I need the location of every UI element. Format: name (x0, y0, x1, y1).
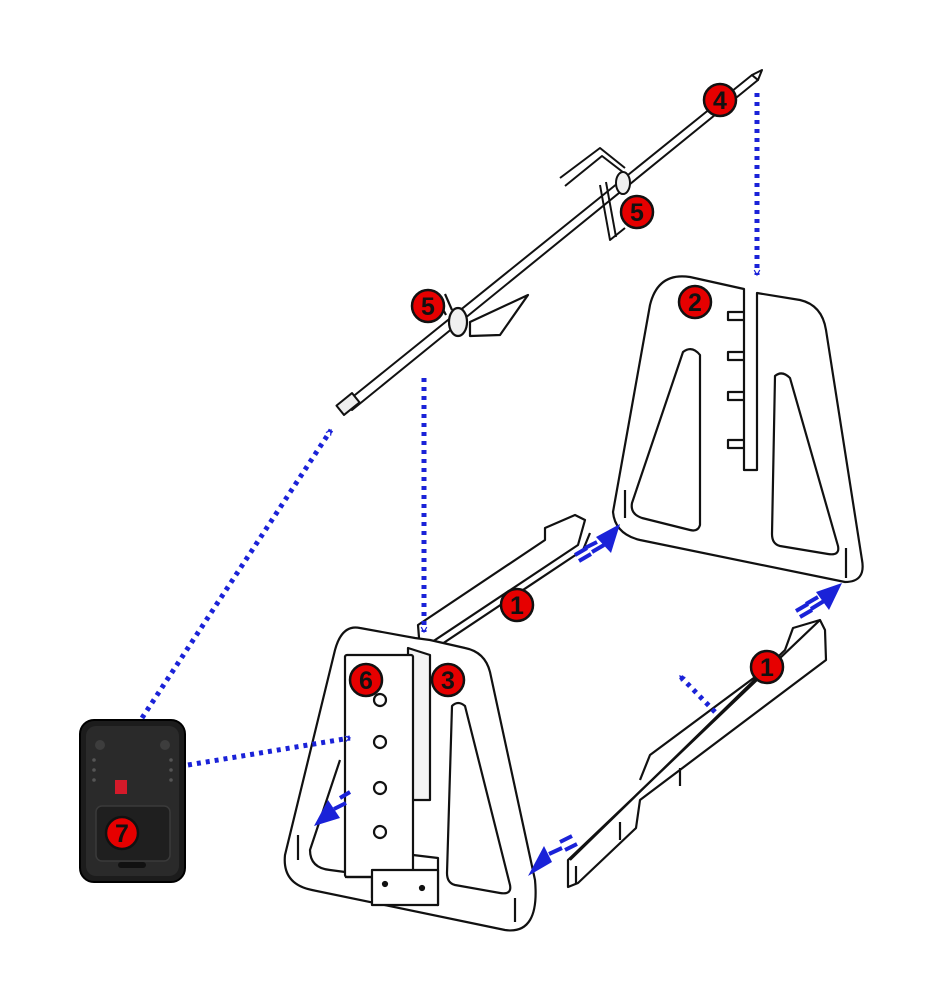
callout-badges: 1 1 2 3 4 5 5 6 (104, 82, 785, 851)
spit-fork-rear (559, 147, 631, 241)
svg-text:3: 3 (441, 667, 455, 695)
callout-badge: 5 (619, 194, 655, 230)
callout-badge: 4 (702, 82, 738, 118)
callout-badge: 2 (677, 284, 713, 320)
callout-badge: 1 (749, 649, 785, 685)
callout-badge: 6 (348, 662, 384, 698)
solid-arrows (314, 524, 842, 876)
callout-badge: 1 (499, 587, 535, 623)
side-rail-bottom (566, 618, 828, 889)
motor-to-bracket-arrow (187, 735, 352, 768)
callout-badge: 5 (410, 288, 446, 324)
svg-text:1: 1 (510, 592, 524, 620)
spit-fork-front (437, 293, 530, 338)
motor-bracket (343, 646, 440, 907)
rail-snap-top-front-arrow (314, 790, 352, 826)
callout-badge: 7 (104, 815, 140, 851)
rail-snap-top-back-arrow (573, 524, 620, 563)
motor-to-rod-arrow (139, 428, 334, 720)
svg-text:4: 4 (713, 87, 727, 115)
rail-snap-bottom-front-arrow (528, 834, 578, 876)
svg-text:5: 5 (630, 199, 644, 227)
svg-text:6: 6 (359, 667, 373, 695)
svg-text:7: 7 (115, 820, 129, 848)
callout-badge: 3 (430, 662, 466, 698)
rail-lift-arrow (678, 674, 717, 714)
dotted-arrows (139, 93, 761, 768)
motor-box (79, 719, 186, 883)
power-switch-icon (115, 780, 127, 794)
side-rail-top (416, 513, 592, 653)
rail-snap-bottom-back-arrow (794, 583, 842, 619)
svg-text:5: 5 (421, 293, 435, 321)
svg-text:1: 1 (760, 654, 774, 682)
svg-text:2: 2 (688, 289, 702, 317)
back-stand (611, 275, 864, 584)
